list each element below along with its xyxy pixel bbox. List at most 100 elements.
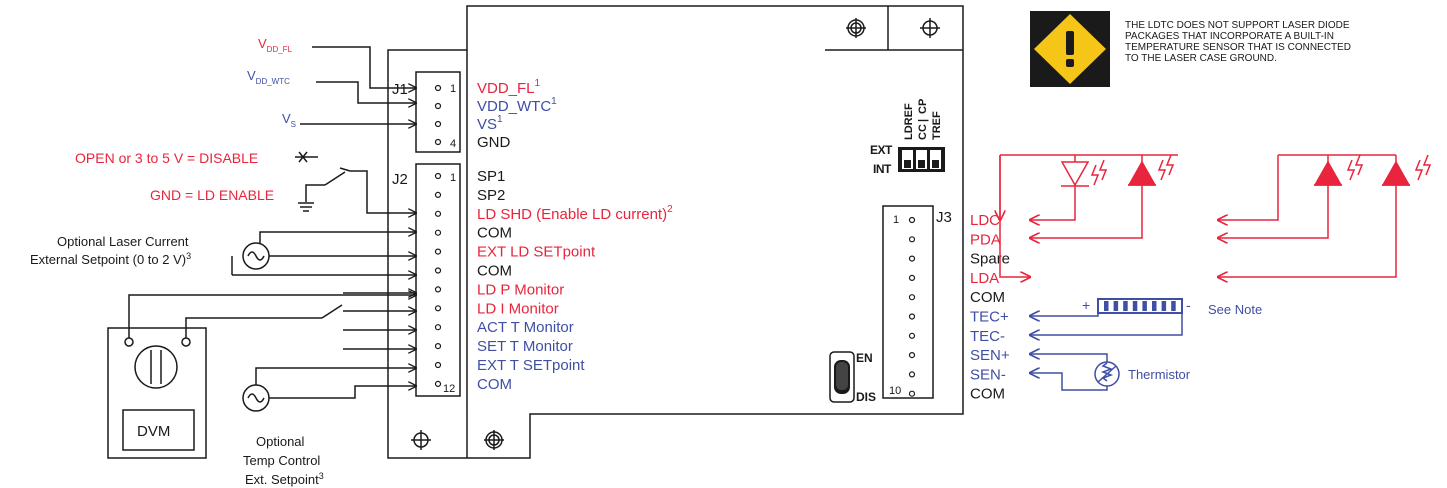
j2-pin-hole (434, 286, 442, 293)
j2-pin-hole (434, 210, 442, 217)
j1-pin-label: VDD_FL1 (477, 78, 541, 97)
supply-vs: VS (282, 111, 416, 129)
j3-pin-holes (908, 216, 916, 397)
svg-text:VS: VS (282, 111, 296, 129)
j1-pin-holes (434, 84, 442, 146)
j2-pin-hole (434, 191, 442, 198)
j3-pin-label: COM (970, 386, 1005, 403)
j2-pin-label: LD I Monitor (477, 300, 559, 317)
switch-cp-label: CP (917, 99, 929, 114)
j3-pin-last: 10 (889, 385, 901, 397)
mount-hole-bottom-left (411, 430, 431, 450)
j3-pin-label: SEN+ (970, 347, 1010, 364)
j2-pin-label: SP2 (477, 187, 505, 204)
dip-switch-2[interactable] (916, 150, 927, 169)
see-note-label: See Note (1208, 302, 1262, 317)
j3-pin-hole (908, 371, 916, 378)
j3-label: J3 (936, 209, 952, 226)
laser-package-2 (1218, 154, 1432, 277)
thermistor-label: Thermistor (1128, 367, 1191, 382)
disable-open-terminal (295, 151, 351, 172)
j1-pin-last: 4 (450, 138, 456, 150)
j3-pin-first: 1 (893, 214, 899, 226)
monitor-selector (343, 293, 416, 349)
j3-pin-hole (908, 255, 916, 262)
warning-diamond-icon (1030, 11, 1110, 87)
enable-ground-switch (298, 170, 416, 213)
j2-pin-label: EXT LD SETpoint (477, 244, 596, 261)
j3-pin-hole (908, 236, 916, 243)
j2-pin-hole (434, 305, 442, 312)
switch-cc-label: CC (917, 124, 929, 140)
switch-int-label: INT (873, 162, 892, 176)
j2-pin-hole (434, 343, 442, 350)
dvm-meter: DVM (107, 294, 343, 459)
laser-setpoint-line1: Optional Laser Current (57, 234, 189, 249)
j2-pin-label: LD P Monitor (477, 281, 564, 298)
dip-switch-1[interactable] (902, 150, 913, 169)
j1-pin-label: VDD_WTC1 (477, 96, 557, 115)
enable-label: GND = LD ENABLE (150, 187, 274, 203)
j3-pin-label: TEC+ (970, 309, 1009, 326)
j2-pin-hole (434, 229, 442, 236)
laser-package-1 (1000, 154, 1178, 277)
j3-pin-label: SEN- (970, 366, 1006, 383)
j2-pin-hole (434, 380, 442, 387)
warning-line: TEMPERATURE SENSOR THAT IS CONNECTED (1125, 42, 1351, 53)
j1-pin-label: GND (477, 134, 511, 151)
temp-setpoint-source (242, 368, 416, 412)
dip-switch-3[interactable] (930, 150, 941, 169)
tec-module: + - See Note (1030, 297, 1262, 335)
j3-pin-hole (908, 332, 916, 339)
j3-pin-label: LDC (970, 212, 1000, 229)
j2-pin-hole (434, 324, 442, 331)
j1-pin-hole (434, 84, 442, 92)
j3-pin-hole (908, 274, 916, 281)
j1-pin-first: 1 (450, 83, 456, 95)
en-label: EN (856, 351, 873, 365)
mount-hole-bottom-right (484, 430, 504, 450)
j2-pin-holes (434, 172, 442, 387)
j2-pin-label: SET T Monitor (477, 338, 573, 355)
svg-text:VDD_WTC: VDD_WTC (247, 68, 290, 86)
j2-pin-first: 1 (450, 172, 456, 184)
dip-switch-block: LDREF CC | CP TREF EXT INT (870, 99, 945, 176)
switch-ext-label: EXT (870, 143, 893, 157)
j2-label: J2 (392, 171, 408, 188)
laser-setpoint-source (242, 232, 416, 270)
j2-pin-last: 12 (443, 383, 455, 395)
j2-pin-hole (434, 361, 442, 369)
j2-pin-label: SP1 (477, 168, 505, 185)
supply-vdd-fl: VDD_FL (258, 36, 416, 88)
enable-switch[interactable]: EN DIS (829, 351, 876, 404)
j2-pin-label: ACT T Monitor (477, 319, 574, 336)
j1-pin-label: VS1 (477, 114, 503, 133)
j2-pin-label: LD SHD (Enable LD current)2 (477, 204, 673, 223)
j3-pin-hole (908, 390, 916, 397)
j1-pin-hole (434, 102, 442, 110)
mount-hole-top-right (920, 18, 940, 38)
j3-pin-label: TEC- (970, 328, 1005, 345)
j3-pin-hole (908, 352, 916, 359)
j2-pin-label: EXT T SETpoint (477, 357, 585, 374)
disable-label: OPEN or 3 to 5 V = DISABLE (75, 150, 258, 166)
j2-pin-label: COM (477, 376, 512, 393)
board-outline (387, 5, 964, 459)
laser-setpoint-line2: External Setpoint (0 to 2 V)3 (30, 251, 191, 267)
j3-pin-label: COM (970, 289, 1005, 306)
switch-tref-label: TREF (931, 111, 943, 140)
temp-line3: Ext. Setpoint3 (245, 471, 324, 487)
j2-pin-hole (434, 248, 442, 255)
j2-pin-hole (434, 172, 442, 180)
j1-label: J1 (392, 81, 408, 98)
svg-text:VDD_FL: VDD_FL (258, 36, 293, 54)
j3-pin-hole (908, 294, 916, 301)
j1-pin-hole (434, 138, 442, 146)
warning-text: THE LDTC DOES NOT SUPPORT LASER DIODEPAC… (1125, 20, 1351, 64)
j3-connector (882, 205, 934, 399)
